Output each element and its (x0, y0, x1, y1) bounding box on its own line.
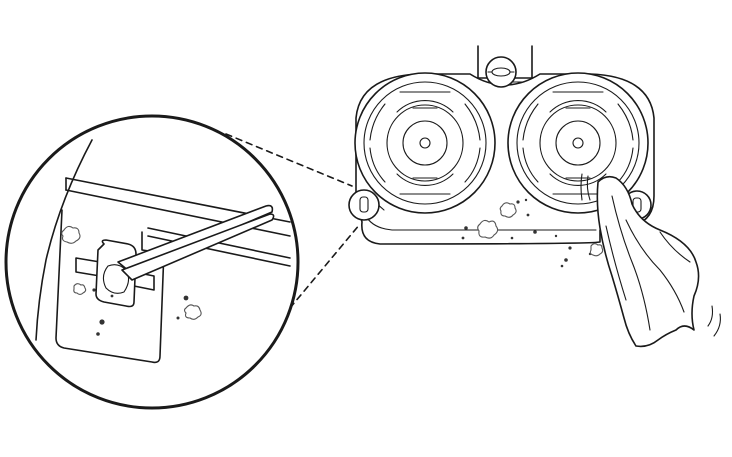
callout-circle-left (348, 189, 380, 221)
callout-circle-top (485, 56, 517, 88)
magnifier-circle (4, 114, 300, 410)
debris-icon (461, 198, 604, 268)
mop-pad-left (354, 72, 496, 214)
mop-base (348, 45, 655, 268)
clip-part (75, 239, 155, 308)
cloth-icon (580, 173, 721, 348)
callout-leaders (225, 133, 361, 309)
tweezers-icon (117, 204, 275, 281)
